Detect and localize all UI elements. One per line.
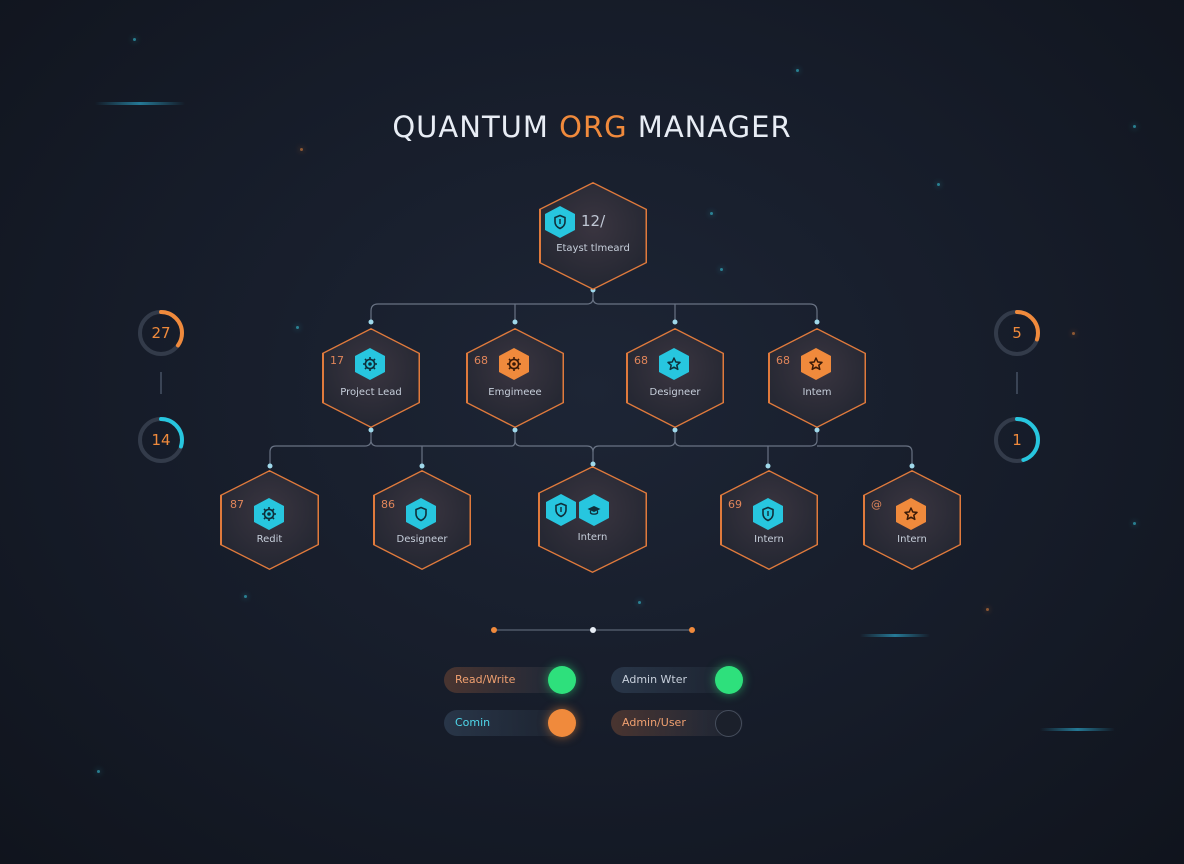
gear-icon [355,348,385,380]
node-label: Intem [802,387,832,398]
toggle-comin[interactable]: Comin [444,709,576,737]
org-node-redit[interactable]: 87 Redit [220,470,319,570]
toggle-label: Read/Write [455,673,516,686]
slider-stop-right[interactable] [689,627,695,633]
node-count: 69 [728,498,742,511]
stat-value: 1 [1012,431,1022,449]
toggle-read-write[interactable]: Read/Write [444,666,576,694]
toggle-knob[interactable] [715,710,742,737]
divider [160,372,162,394]
node-label: Intern [897,534,927,545]
toggle-knob[interactable] [548,666,576,694]
node-label: Project Lead [340,387,402,398]
page-title: QUANTUM ORG MANAGER [0,110,1184,144]
gear-icon [499,348,529,380]
toggle-label: Admin Wter [622,673,688,686]
ring-progress [138,310,184,356]
node-count: 17 [330,354,344,367]
node-label: Intern [754,534,784,545]
node-label: Designeer [396,534,448,545]
stat-ring-right-1: 5 [993,309,1041,357]
stat-value: 5 [1012,324,1022,342]
node-label: Redit [256,534,283,545]
node-count: @ [871,498,882,511]
stat-ring-right-2: 1 [993,416,1041,464]
toggle-knob[interactable] [548,709,576,737]
ring-progress [994,310,1040,356]
node-count: 68 [474,354,488,367]
root-label: Etayst tlmeard [556,243,630,254]
slider-stop-left[interactable] [491,627,497,633]
stat-value: 27 [151,324,171,342]
node-label: Emgimeee [488,387,542,398]
node-label: Designeer [649,387,701,398]
star-icon [659,348,689,380]
org-node-root[interactable]: 12/ Etayst tlmeard [539,182,647,290]
root-count: 12/ [581,212,606,230]
stat-value: 14 [151,431,171,449]
ring-progress [138,417,184,463]
toggle-label: Comin [455,716,491,729]
stat-ring-left-1: 27 [137,309,185,357]
pagination-slider[interactable] [486,622,700,638]
title-accent: ORG [559,110,628,144]
divider [1016,372,1018,394]
node-count: 68 [776,354,790,367]
toggle-label: Admin/User [622,716,686,729]
star-icon [801,348,831,380]
node-count: 87 [230,498,244,511]
toggle-knob[interactable] [715,666,743,694]
toggle-admin-wter[interactable]: Admin Wter [611,666,743,694]
node-label: Intern [577,532,608,543]
toggle-admin-user[interactable]: Admin/User [611,710,743,737]
node-count: 86 [381,498,395,511]
stat-ring-left-2: 14 [137,416,185,464]
org-node-intern-2[interactable]: 69 Intern [720,470,818,570]
ring-progress [994,417,1040,463]
slider-stop-center[interactable] [590,627,596,633]
node-count: 68 [634,354,648,367]
title-prefix: QUANTUM [392,110,560,144]
title-suffix: MANAGER [627,110,792,144]
